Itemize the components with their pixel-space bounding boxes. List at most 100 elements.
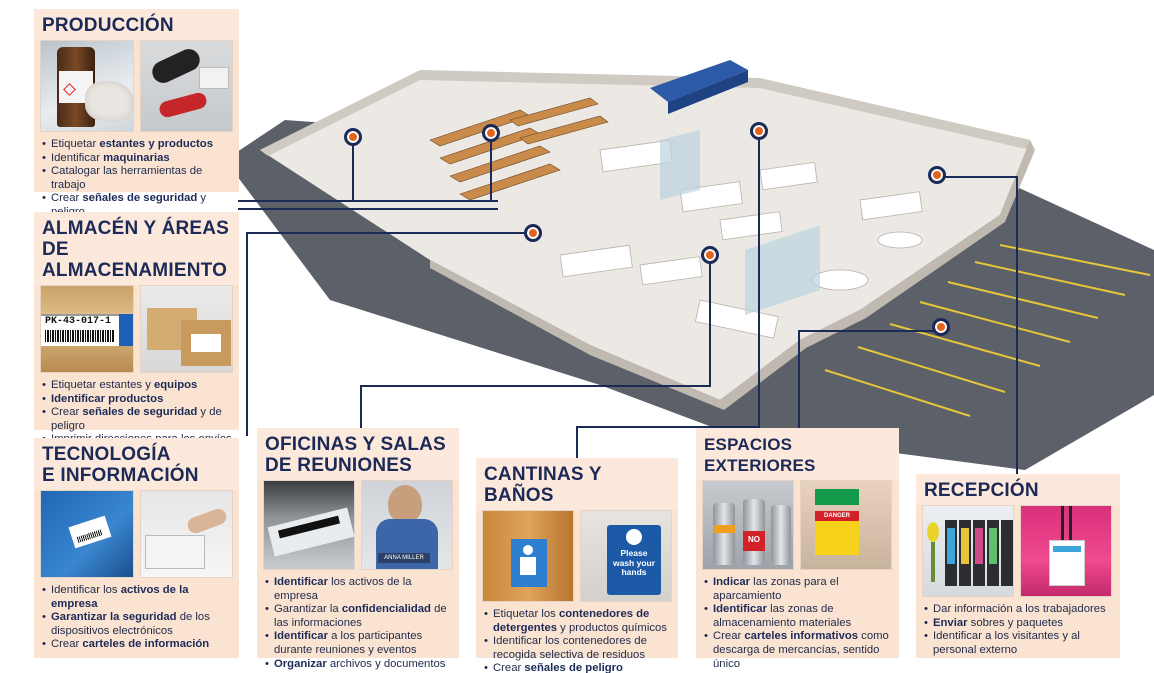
bullet-item: Identificar a los participantes durante … bbox=[265, 630, 453, 657]
panel-bullet-list: Identificar los activos de la empresa Ga… bbox=[34, 578, 239, 656]
panel-almacen: ALMACÉN Y ÁREAS DE ALMACENAMIENTO PK-43-… bbox=[34, 212, 239, 447]
panel-title: RECEPCIÓN bbox=[916, 474, 1120, 505]
connector-cantinas bbox=[576, 426, 578, 460]
bullet-item: Identificar las zonas de almacenamiento … bbox=[704, 603, 893, 630]
marker-exteriores bbox=[932, 318, 950, 336]
bullet-item: Garantizar la confidencialidad de las in… bbox=[265, 603, 453, 630]
photo-labeled-bottle bbox=[40, 40, 134, 132]
photo-shelf-label: PK-43-017-1 bbox=[40, 285, 134, 373]
bullet-item: Dar información a los trabajadores bbox=[924, 603, 1114, 617]
badge-name-text: ANNA MILLER bbox=[378, 553, 430, 563]
photo-parking-bollards: NO bbox=[702, 480, 794, 570]
panel-bullet-list: Etiquetar los contenedores de detergente… bbox=[476, 602, 678, 673]
panel-title: TECNOLOGÍA E INFORMACIÓN bbox=[34, 438, 239, 490]
panel-photos bbox=[34, 40, 239, 132]
photo-restroom-door bbox=[482, 510, 574, 602]
panel-tecnologia: TECNOLOGÍA E INFORMACIÓN Identificar los… bbox=[34, 438, 239, 658]
connector-tecnologia-2 bbox=[246, 232, 532, 234]
bullet-item: Etiquetar estantes y productos bbox=[42, 138, 233, 152]
connector-oficinas-3 bbox=[709, 255, 711, 387]
marker-produccion-2 bbox=[482, 124, 500, 142]
connector-tecnologia bbox=[246, 232, 248, 436]
panel-title-line-1: ALMACÉN Y ÁREAS bbox=[42, 218, 230, 239]
panel-bullet-list: Indicar las zonas para el aparcamiento I… bbox=[696, 570, 899, 673]
panel-exteriores: ESPACIOS EXTERIORES NO DANGER Indicar la… bbox=[696, 428, 899, 670]
panel-title-line-1: OFICINAS Y SALAS bbox=[265, 434, 446, 455]
photo-wash-hands-sign: Please wash your hands bbox=[580, 510, 672, 602]
panel-title-line-2: DE ALMACENAMIENTO bbox=[42, 239, 228, 281]
bullet-item: Etiquetar los contenedores de detergente… bbox=[484, 608, 672, 635]
panel-photos: PK-43-017-1 bbox=[34, 285, 239, 373]
photo-binders bbox=[922, 505, 1014, 597]
panel-bullet-list: Identificar los activos de la empresa Ga… bbox=[257, 570, 459, 673]
photo-device-label bbox=[40, 490, 134, 578]
bullet-item: Enviar sobres y paquetes bbox=[924, 617, 1114, 631]
bullet-item: Etiquetar estantes y equipos bbox=[42, 379, 233, 393]
photo-tools bbox=[139, 40, 233, 132]
bullet-item: Crear carteles de información bbox=[42, 638, 233, 652]
sign-text: Please wash your hands bbox=[612, 548, 656, 577]
panel-photos: ANNA MILLER bbox=[257, 480, 459, 570]
panel-photos: Please wash your hands bbox=[476, 510, 678, 602]
connector-oficinas bbox=[360, 385, 362, 430]
panel-photos bbox=[34, 490, 239, 578]
building-walls bbox=[260, 70, 1030, 156]
panel-title: ESPACIOS EXTERIORES bbox=[696, 428, 899, 480]
bullet-item: Identificar los activos de la empresa bbox=[42, 584, 233, 611]
panel-produccion: PRODUCCIÓN Etiquetar estantes y producto… bbox=[34, 9, 239, 218]
label-code-text: PK-43-017-1 bbox=[45, 316, 112, 327]
connector-exteriores bbox=[798, 330, 800, 430]
marker-oficinas bbox=[701, 246, 719, 264]
connector-produccion-2 bbox=[352, 142, 354, 200]
bullet-item: Identificar a los visitantes y al person… bbox=[924, 630, 1114, 657]
panel-recepcion: RECEPCIÓN Dar información a los trabajad… bbox=[916, 474, 1120, 658]
bullet-item: Organizar archivos y documentos bbox=[265, 658, 453, 672]
bullet-item: Catalogar las herramientas de trabajo bbox=[42, 165, 233, 192]
bullet-item: Identificar los activos de la empresa bbox=[265, 576, 453, 603]
connector-cantinas-3 bbox=[758, 130, 760, 428]
panel-bullet-list: Etiquetar estantes y productos Identific… bbox=[34, 132, 239, 224]
warehouse-racks bbox=[429, 97, 609, 201]
machine-unit bbox=[650, 60, 748, 102]
building-floor bbox=[260, 70, 1030, 400]
bullet-item: Identificar los contenedores de recogida… bbox=[484, 635, 672, 662]
photo-printer-scan bbox=[139, 490, 233, 578]
photo-name-badge: ANNA MILLER bbox=[361, 480, 453, 570]
panel-title: OFICINAS Y SALAS DE REUNIONES bbox=[257, 428, 459, 480]
bullet-item: Garantizar la seguridad de los dispositi… bbox=[42, 611, 233, 638]
sign-danger-text: DANGER bbox=[823, 513, 850, 519]
panel-title: PRODUCCIÓN bbox=[34, 9, 239, 40]
office-desks bbox=[559, 139, 923, 339]
sign-no-text: NO bbox=[748, 535, 760, 544]
panel-title-line-1: TECNOLOGÍA bbox=[42, 444, 171, 465]
marker-produccion-1 bbox=[344, 128, 362, 146]
connector-exteriores-2 bbox=[798, 330, 940, 332]
panel-title-line-2: DE REUNIONES bbox=[265, 455, 413, 476]
panel-title-line-2: E INFORMACIÓN bbox=[42, 465, 199, 486]
bullet-item: Crear señales de seguridad y de peligro bbox=[42, 406, 233, 433]
connector-produccion bbox=[238, 200, 498, 202]
photo-visitor-badge bbox=[1020, 505, 1112, 597]
panel-oficinas: OFICINAS Y SALAS DE REUNIONES ANNA MILLE… bbox=[257, 428, 459, 671]
connector-produccion-3 bbox=[490, 132, 492, 202]
bullet-item: Crear señales de peligro bbox=[484, 662, 672, 673]
photo-shipping-boxes bbox=[139, 285, 233, 373]
connector-oficinas-2 bbox=[360, 385, 710, 387]
photo-safety-signs: DANGER bbox=[800, 480, 892, 570]
bullet-item: Identificar productos bbox=[42, 393, 233, 407]
panel-cantinas: CANTINAS Y BAÑOS Please wash your hands … bbox=[476, 458, 678, 673]
bullet-item: Crear carteles informativos como descarg… bbox=[704, 630, 893, 671]
marker-recepcion bbox=[928, 166, 946, 184]
panel-photos bbox=[916, 505, 1120, 597]
bullet-item: Indicar las zonas para el aparcamiento bbox=[704, 576, 893, 603]
connector-almacen bbox=[238, 208, 498, 210]
panel-title: ALMACÉN Y ÁREAS DE ALMACENAMIENTO bbox=[34, 212, 239, 285]
connector-recepcion bbox=[1016, 176, 1018, 474]
panel-photos: NO DANGER bbox=[696, 480, 899, 570]
bullet-item: Crear señales de seguridad y peligro bbox=[42, 192, 233, 219]
panel-bullet-list: Dar información a los trabajadores Envia… bbox=[916, 597, 1120, 661]
connector-recepcion-2 bbox=[938, 176, 1018, 178]
glass-partitions bbox=[660, 130, 820, 315]
connector-cantinas-2 bbox=[576, 426, 760, 428]
